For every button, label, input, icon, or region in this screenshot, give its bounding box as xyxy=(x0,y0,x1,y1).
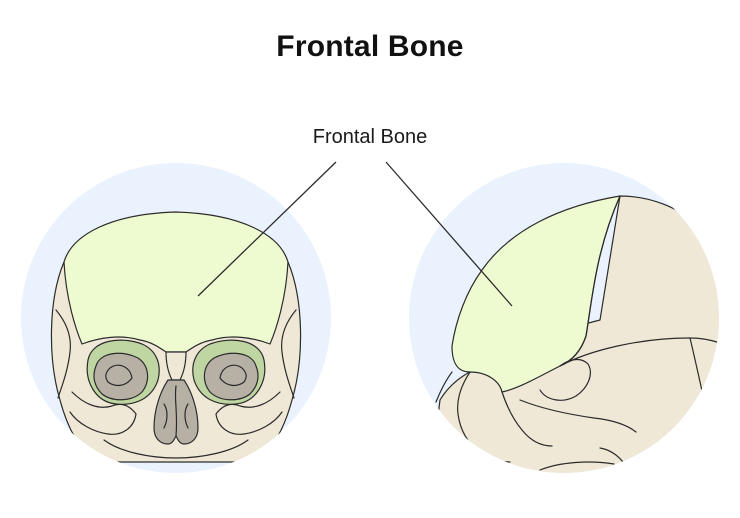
side-lower-jaw xyxy=(539,461,615,471)
side-view-skull xyxy=(409,163,719,473)
page-title: Frontal Bone xyxy=(276,30,464,63)
leader-line-side xyxy=(385,161,513,307)
side-coronal-suture xyxy=(559,195,621,367)
front-view-skull xyxy=(21,163,331,473)
side-nasal-area xyxy=(435,371,453,403)
front-right-temporal-suture xyxy=(281,309,297,399)
front-nasal-concha-right xyxy=(184,403,189,429)
front-right-orbit-fissure xyxy=(219,364,247,387)
front-nasal-concha-left xyxy=(163,403,168,429)
leader-line-front xyxy=(197,161,337,297)
side-zygomatic-bone xyxy=(501,391,553,447)
frontal-bone-label: Frontal Bone xyxy=(312,126,428,148)
front-left-orbit-cavity xyxy=(93,352,149,401)
front-maxilla xyxy=(103,439,249,459)
front-left-temporal-suture xyxy=(55,309,71,399)
side-squamous-suture xyxy=(559,337,719,367)
side-zygomatic-arch xyxy=(519,399,637,433)
front-frontal-bone xyxy=(63,211,289,353)
front-left-orbit-fissure xyxy=(105,364,133,387)
front-left-cheek-bone xyxy=(69,391,137,435)
front-nasal-septum xyxy=(174,385,178,437)
front-right-orbit-cavity xyxy=(203,352,259,401)
side-sphenoid xyxy=(539,358,591,401)
front-right-cheek-bone xyxy=(215,391,283,435)
